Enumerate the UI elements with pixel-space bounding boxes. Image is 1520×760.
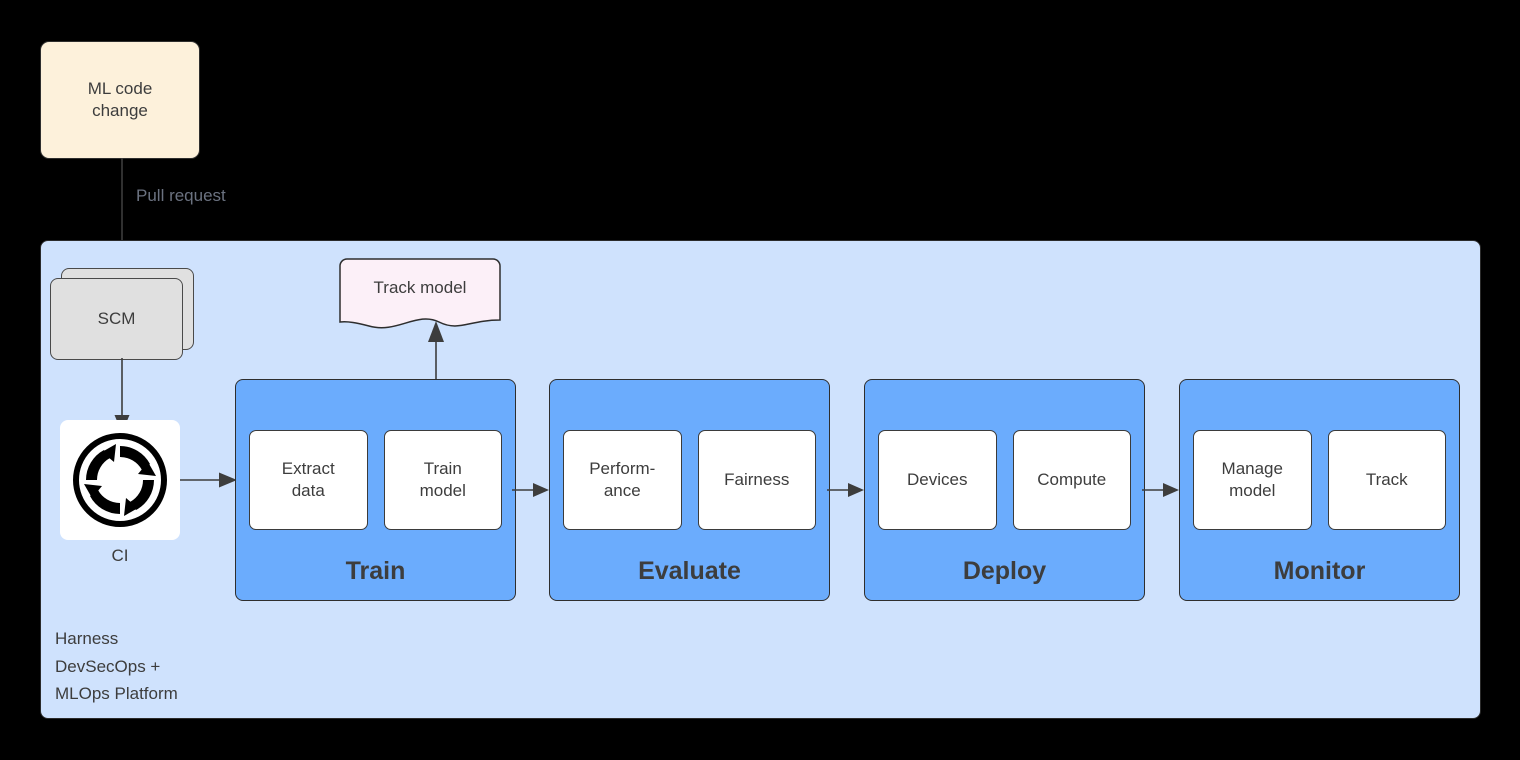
continuous-integration-cycle-icon bbox=[73, 433, 167, 527]
edge-deploy-to-monitor bbox=[1142, 483, 1179, 497]
sub-box-manage-model-label: Manage model bbox=[1221, 458, 1283, 500]
node-scm[interactable]: SCM bbox=[50, 268, 194, 360]
stage-monitor-subboxes: Manage model Track bbox=[1193, 430, 1446, 530]
node-ml-code-change[interactable]: ML code change bbox=[40, 41, 200, 159]
sub-box-devices-label: Devices bbox=[907, 469, 968, 489]
node-scm-label: SCM bbox=[97, 308, 136, 328]
sub-box-fairness-label: Fairness bbox=[724, 469, 790, 489]
edge-train-to-track-model bbox=[428, 321, 444, 382]
scm-sheet-front: SCM bbox=[50, 278, 183, 360]
stage-monitor-title: Monitor bbox=[1273, 557, 1366, 585]
sub-box-manage-model[interactable]: Manage model bbox=[1193, 430, 1312, 530]
stage-evaluate-subboxes: Perform- ance Fairness bbox=[563, 430, 816, 530]
stage-deploy-subboxes: Devices Compute bbox=[878, 430, 1131, 530]
edge-ci-to-train bbox=[180, 472, 237, 488]
stage-train-subboxes: Extract data Train model bbox=[249, 430, 502, 530]
sub-box-compute[interactable]: Compute bbox=[1012, 430, 1131, 530]
stage-train-title: Train bbox=[345, 557, 406, 585]
node-ml-code-change-label: ML code change bbox=[87, 78, 153, 120]
sub-box-performance-label: Perform- ance bbox=[589, 458, 656, 500]
sub-box-fairness[interactable]: Fairness bbox=[697, 430, 816, 530]
node-track-model-label: Track model bbox=[373, 278, 467, 297]
node-ci-label: CI bbox=[111, 546, 129, 565]
sub-box-compute-label: Compute bbox=[1037, 469, 1107, 489]
document-shape bbox=[339, 258, 501, 329]
stage-train[interactable]: Extract data Train model Train bbox=[235, 379, 516, 601]
sub-box-devices[interactable]: Devices bbox=[878, 430, 997, 530]
stage-monitor[interactable]: Manage model Track Monitor bbox=[1179, 379, 1460, 601]
edge-label-pull-request: Pull request bbox=[136, 186, 226, 205]
sub-box-extract-data[interactable]: Extract data bbox=[249, 430, 368, 530]
sub-box-train-model-label: Train model bbox=[419, 458, 466, 500]
stage-deploy-title: Deploy bbox=[962, 557, 1047, 585]
sub-box-performance[interactable]: Perform- ance bbox=[563, 430, 682, 530]
platform-caption: Harness DevSecOps + MLOps Platform bbox=[55, 629, 178, 704]
node-track-model[interactable]: Track model bbox=[339, 258, 501, 334]
sub-box-train-model[interactable]: Train model bbox=[383, 430, 502, 530]
sub-box-track[interactable]: Track bbox=[1327, 430, 1446, 530]
stage-evaluate[interactable]: Perform- ance Fairness Evaluate bbox=[549, 379, 830, 601]
node-ci[interactable] bbox=[60, 420, 180, 540]
sub-box-track-label: Track bbox=[1365, 469, 1408, 489]
edge-train-to-evaluate bbox=[512, 483, 549, 497]
edge-evaluate-to-deploy bbox=[827, 483, 864, 497]
stage-deploy[interactable]: Devices Compute Deploy bbox=[864, 379, 1145, 601]
sub-box-extract-data-label: Extract data bbox=[281, 458, 335, 500]
stage-evaluate-title: Evaluate bbox=[638, 557, 741, 585]
